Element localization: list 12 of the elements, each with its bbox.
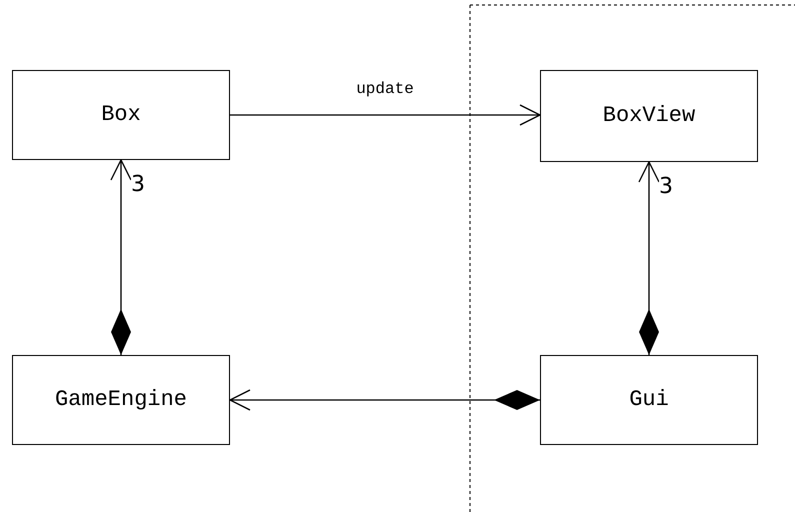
class-name: Box — [101, 101, 141, 129]
composition-arrow — [110, 159, 132, 355]
class-name: BoxView — [602, 102, 696, 130]
class-box — [12, 355, 230, 445]
class-box — [540, 70, 758, 162]
class-box — [540, 355, 758, 445]
composition-arrow — [229, 389, 540, 411]
class-name: GameEngine — [54, 386, 188, 414]
class-name: Gui — [629, 386, 669, 414]
class-box — [12, 70, 230, 160]
association-arrow — [230, 104, 541, 126]
composition-arrow — [638, 161, 660, 355]
